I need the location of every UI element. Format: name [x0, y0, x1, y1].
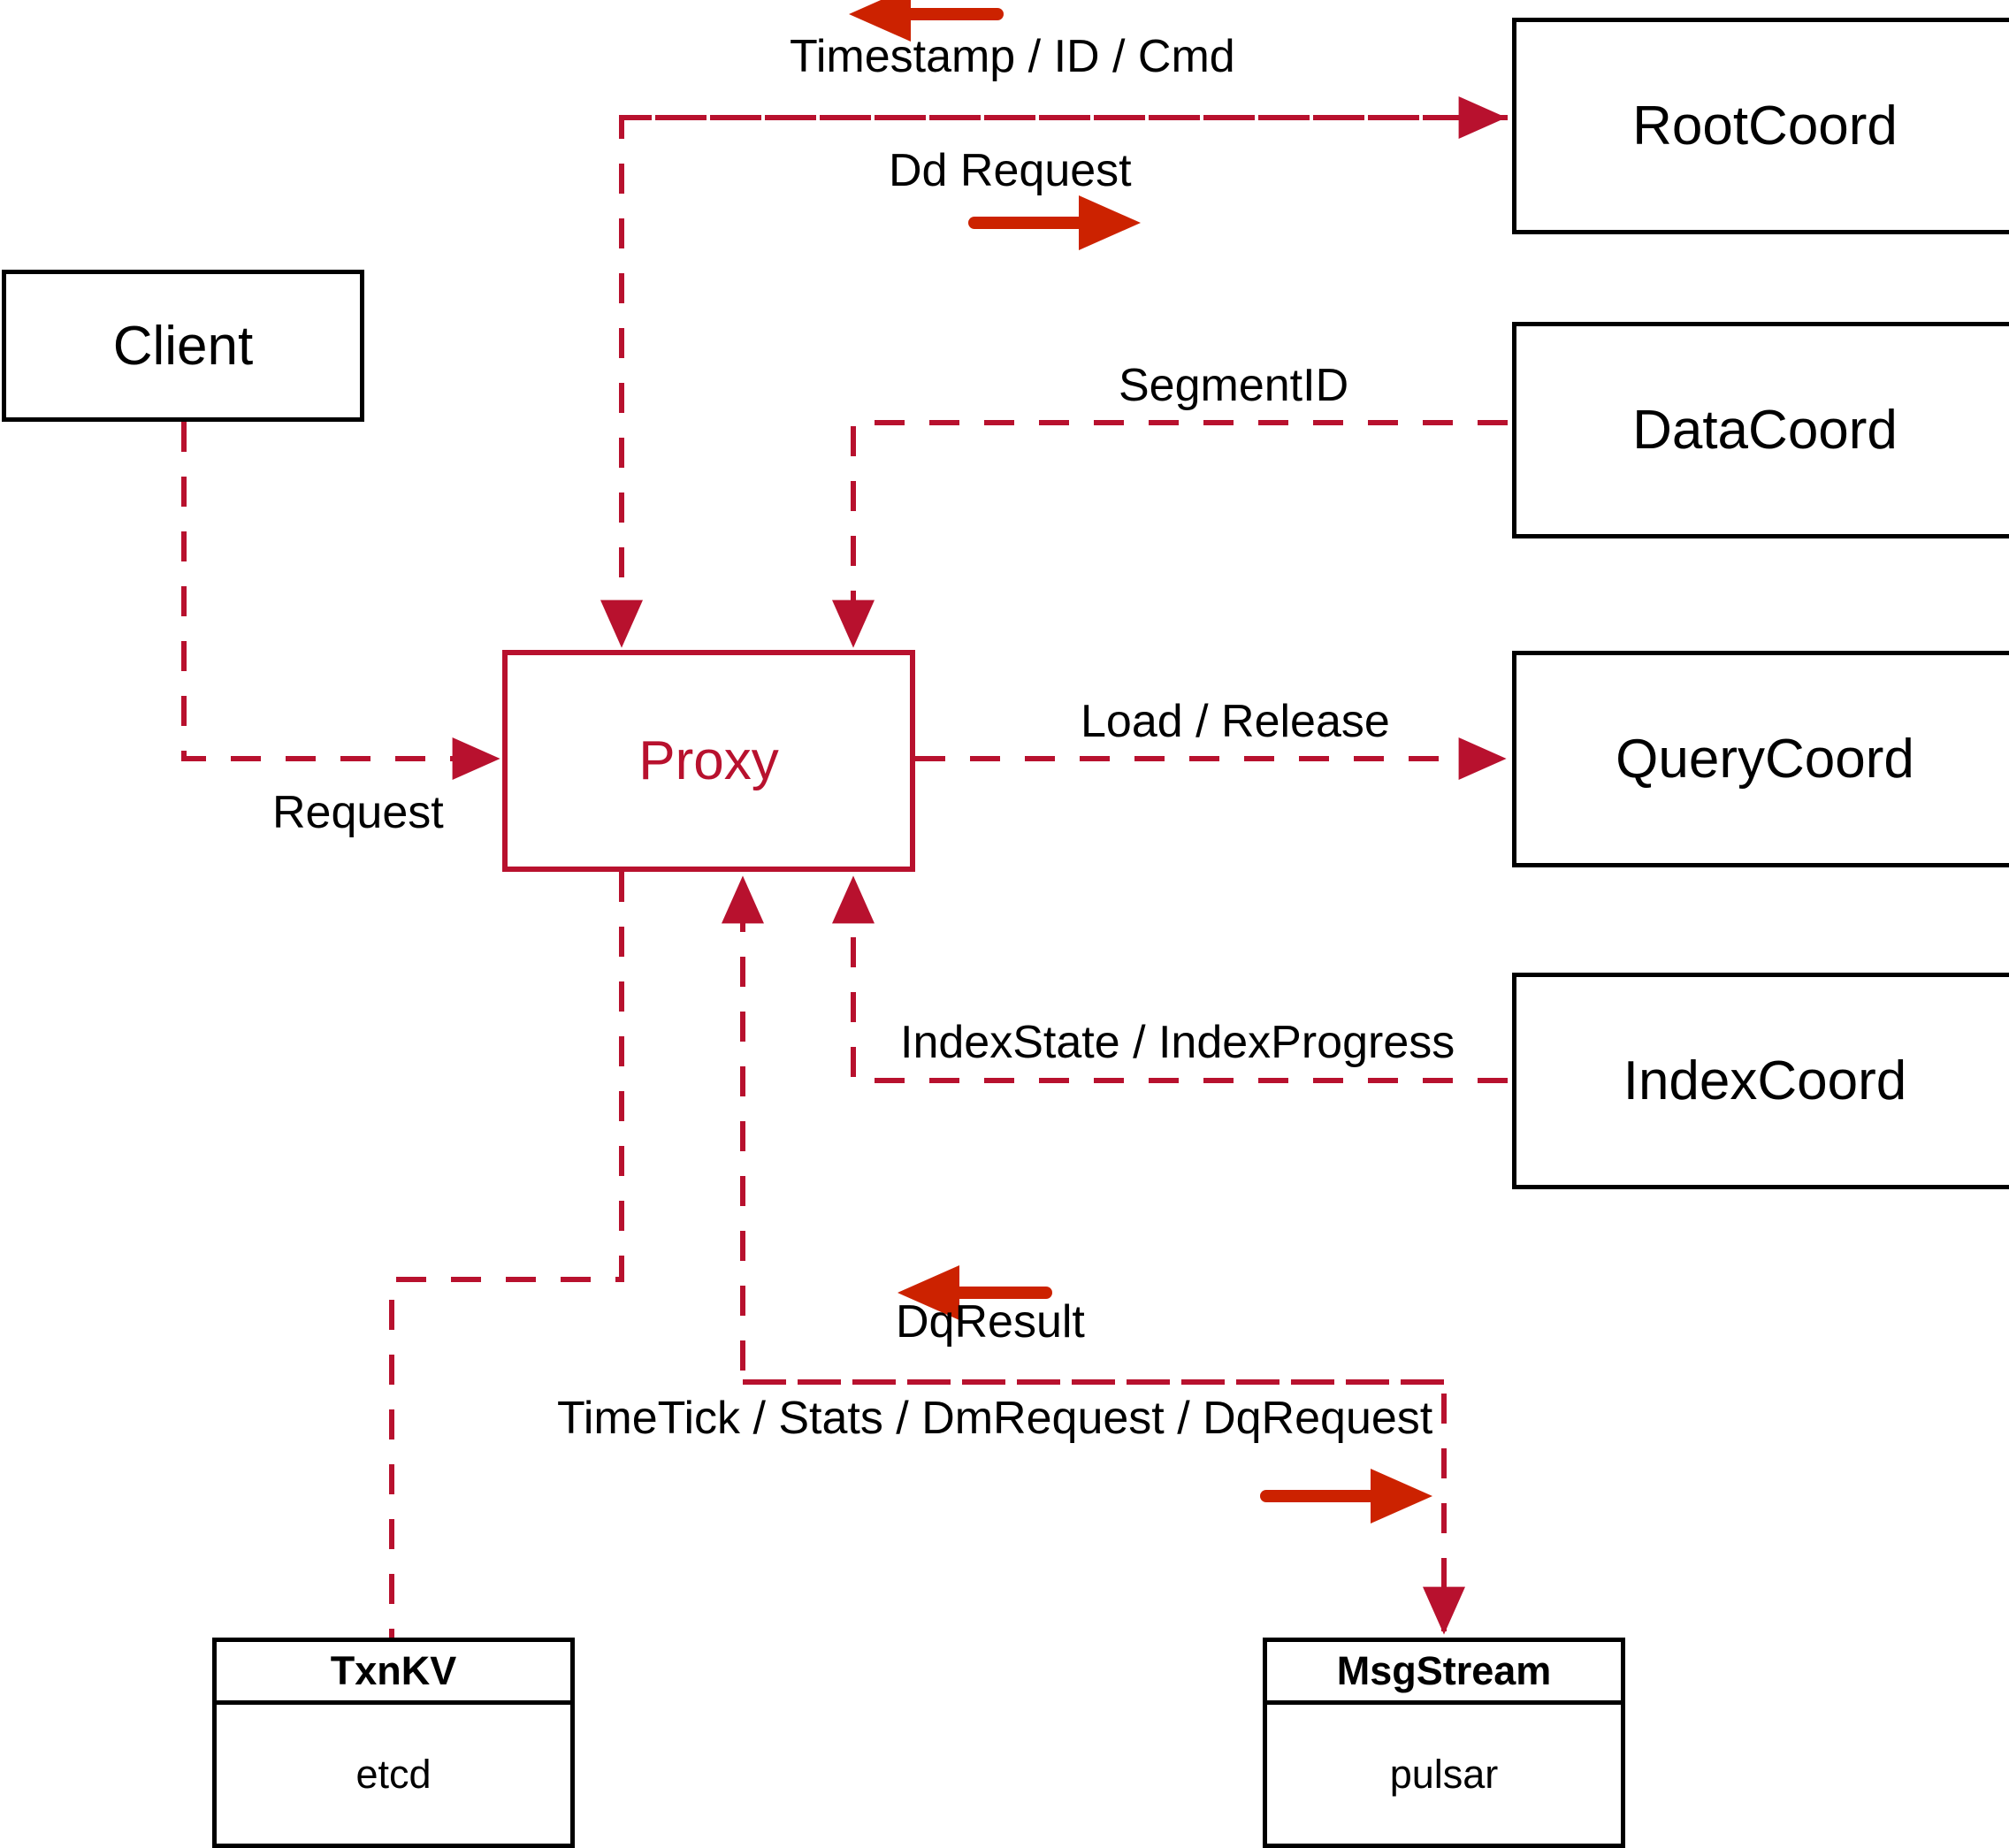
solid-direction-arrows: [849, 0, 1432, 1523]
node-txnkv-header: TxnKV: [217, 1642, 570, 1705]
edge-segment-id: [832, 420, 1508, 648]
node-msgstream[interactable]: MsgStream pulsar: [1263, 1638, 1625, 1848]
edge-label-dq-result: DqResult: [896, 1296, 1085, 1348]
edge-label-timestamp-id-cmd: Timestamp / ID / Cmd: [790, 31, 1235, 82]
edge-index-state-progress: [832, 875, 1508, 1083]
edge-timestamp-id-cmd: [600, 115, 1508, 648]
node-txnkv-body: etcd: [355, 1751, 432, 1797]
edge-label-timetick-stats-dm-dq: TimeTick / Stats / DmRequest / DqRequest: [557, 1393, 1433, 1444]
edge-label-request: Request: [272, 787, 444, 838]
arrow-right-dd-request: [968, 195, 1141, 250]
node-query-coord-label: QueryCoord: [1616, 729, 1914, 790]
node-proxy-label: Proxy: [638, 730, 779, 791]
arrow-left-timestamp: [849, 0, 1004, 42]
node-txnkv[interactable]: TxnKV etcd: [212, 1638, 575, 1848]
arrow-right-timetick: [1260, 1469, 1432, 1523]
node-client[interactable]: Client: [2, 270, 364, 422]
arrow-left-dq-result: [898, 1265, 1052, 1320]
node-query-coord[interactable]: QueryCoord: [1512, 651, 2009, 867]
node-client-label: Client: [112, 315, 254, 377]
node-msgstream-body: pulsar: [1389, 1751, 1499, 1797]
edge-timetick-stats-dm-dq: [743, 1379, 1465, 1635]
edge-proxy-txnkv: [389, 872, 624, 1638]
node-proxy[interactable]: Proxy: [502, 650, 915, 872]
node-index-coord[interactable]: IndexCoord: [1512, 973, 2009, 1189]
edge-label-dd-request: Dd Request: [889, 145, 1132, 196]
edge-label-segment-id: SegmentID: [1119, 360, 1349, 411]
node-index-coord-label: IndexCoord: [1623, 1050, 1907, 1111]
edge-label-load-release: Load / Release: [1081, 696, 1390, 747]
edge-label-index-state-progress: IndexState / IndexProgress: [900, 1017, 1455, 1068]
edge-request: [181, 422, 500, 780]
node-data-coord-label: DataCoord: [1632, 400, 1898, 461]
node-data-coord[interactable]: DataCoord: [1512, 322, 2009, 538]
node-root-coord[interactable]: RootCoord: [1512, 18, 2009, 234]
node-root-coord-label: RootCoord: [1632, 95, 1898, 157]
edge-dq-result: [722, 875, 1444, 1385]
node-msgstream-header: MsgStream: [1267, 1642, 1621, 1705]
